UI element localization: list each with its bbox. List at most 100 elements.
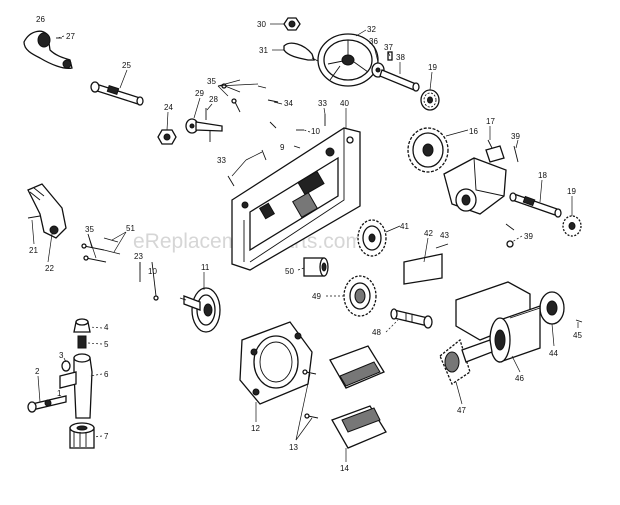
part-39-screws-right[interactable] bbox=[505, 223, 515, 248]
part-19-small-gear-right[interactable] bbox=[562, 215, 582, 237]
callout-37: 37 bbox=[384, 43, 393, 52]
callout-numbers: 26 27 25 30 31 32 36 37 38 19 35 29 28 2… bbox=[29, 15, 582, 473]
callout-17: 17 bbox=[486, 117, 495, 126]
part-46-sleeve[interactable] bbox=[455, 281, 541, 363]
callout-46: 46 bbox=[515, 374, 524, 383]
callout-7: 7 bbox=[104, 432, 109, 441]
part-2-bolt[interactable] bbox=[27, 395, 67, 413]
part-3-washer[interactable] bbox=[61, 360, 71, 372]
callout-39-right: 39 bbox=[524, 232, 533, 241]
callout-41: 41 bbox=[400, 222, 409, 231]
callout-42: 42 bbox=[424, 229, 433, 238]
part-40-main-housing[interactable] bbox=[231, 127, 361, 271]
part-35-screws-top[interactable] bbox=[221, 83, 267, 113]
part-48-stud[interactable] bbox=[390, 308, 433, 329]
callout-28: 28 bbox=[209, 95, 218, 104]
callout-23: 23 bbox=[134, 252, 143, 261]
part-6-plunger-body[interactable] bbox=[59, 353, 93, 419]
callout-1: 1 bbox=[57, 389, 62, 398]
callout-6: 6 bbox=[104, 370, 109, 379]
part-50-bushing[interactable] bbox=[303, 257, 329, 277]
callout-21: 21 bbox=[29, 246, 38, 255]
part-32-handwheel[interactable] bbox=[317, 33, 379, 87]
callout-31: 31 bbox=[259, 46, 268, 55]
part-19-small-gear-top[interactable] bbox=[420, 89, 440, 111]
callout-35-top: 35 bbox=[207, 77, 216, 86]
part-21-pin[interactable] bbox=[27, 215, 41, 219]
callout-48: 48 bbox=[372, 328, 381, 337]
part-42-shim-plate[interactable] bbox=[403, 253, 443, 285]
callout-16: 16 bbox=[469, 127, 478, 136]
callout-32: 32 bbox=[367, 25, 376, 34]
part-33-pins-left[interactable] bbox=[227, 149, 267, 187]
callout-33-left: 33 bbox=[217, 156, 226, 165]
callout-50: 50 bbox=[285, 267, 294, 276]
part-10-pin-left[interactable] bbox=[151, 261, 159, 301]
callout-33-top: 33 bbox=[318, 99, 327, 108]
callout-39-top: 39 bbox=[511, 132, 520, 141]
callout-19-right: 19 bbox=[567, 187, 576, 196]
part-24-nut[interactable] bbox=[157, 129, 177, 145]
part-5-spring-seat[interactable] bbox=[77, 335, 87, 349]
callout-49: 49 bbox=[312, 292, 321, 301]
callout-2: 2 bbox=[35, 367, 40, 376]
part-38-shaft[interactable] bbox=[379, 69, 420, 92]
callout-35-left: 35 bbox=[85, 225, 94, 234]
part-41-gear[interactable] bbox=[357, 219, 387, 257]
callout-27: 27 bbox=[66, 32, 75, 41]
part-16-large-gear[interactable] bbox=[407, 127, 449, 173]
part-7-knurled-nut[interactable] bbox=[69, 422, 95, 449]
callout-30: 30 bbox=[257, 20, 266, 29]
part-47-bevel-pinion[interactable] bbox=[439, 338, 493, 385]
callout-3: 3 bbox=[59, 351, 64, 360]
callout-29: 29 bbox=[195, 89, 204, 98]
callout-4: 4 bbox=[104, 323, 109, 332]
callout-47: 47 bbox=[457, 406, 466, 415]
part-34-pins[interactable] bbox=[267, 99, 279, 129]
part-28-pins[interactable] bbox=[205, 108, 211, 142]
part-14-bearing-bottom[interactable] bbox=[331, 405, 387, 449]
part-35-screws-left[interactable] bbox=[81, 243, 107, 263]
part-13-pins[interactable] bbox=[302, 369, 319, 419]
part-12-bearing-housing[interactable] bbox=[239, 321, 313, 405]
part-4-cap[interactable] bbox=[73, 318, 91, 333]
callout-24: 24 bbox=[164, 103, 173, 112]
callout-19-top: 19 bbox=[428, 63, 437, 72]
callout-25: 25 bbox=[122, 61, 131, 70]
callout-22: 22 bbox=[45, 264, 54, 273]
callout-51: 51 bbox=[126, 224, 135, 233]
part-49-bevel-gear[interactable] bbox=[343, 275, 377, 317]
part-45-pin[interactable] bbox=[575, 319, 583, 323]
callout-44: 44 bbox=[549, 349, 558, 358]
part-18-shaft[interactable] bbox=[509, 192, 562, 218]
part-39-screw-top[interactable] bbox=[513, 145, 519, 163]
part-9-pin[interactable] bbox=[293, 145, 301, 149]
part-22-lever[interactable] bbox=[27, 183, 67, 239]
callout-36: 36 bbox=[369, 37, 378, 46]
callout-12: 12 bbox=[251, 424, 260, 433]
callout-40: 40 bbox=[340, 99, 349, 108]
part-26-handle-bracket[interactable] bbox=[23, 30, 73, 70]
callout-38: 38 bbox=[396, 53, 405, 62]
callout-26: 26 bbox=[36, 15, 45, 24]
part-11-flange-hub[interactable] bbox=[179, 287, 221, 333]
part-31-knob[interactable] bbox=[283, 42, 321, 63]
callout-10-left: 10 bbox=[148, 267, 157, 276]
part-30-nut[interactable] bbox=[283, 17, 301, 31]
part-51-screws[interactable] bbox=[103, 237, 121, 255]
callout-9: 9 bbox=[280, 143, 285, 152]
callout-45: 45 bbox=[573, 331, 582, 340]
part-14-bearing-top[interactable] bbox=[329, 345, 385, 389]
part-gearbox-bracket[interactable] bbox=[443, 145, 507, 215]
callout-10-top: 10 bbox=[311, 127, 320, 136]
callout-43: 43 bbox=[440, 231, 449, 240]
part-29-bolt[interactable] bbox=[185, 118, 223, 134]
callout-18: 18 bbox=[538, 171, 547, 180]
callout-5: 5 bbox=[104, 340, 109, 349]
callout-13: 13 bbox=[289, 443, 298, 452]
part-25-shaft[interactable] bbox=[90, 81, 144, 106]
part-44-ring[interactable] bbox=[539, 291, 565, 325]
callout-11: 11 bbox=[201, 263, 210, 272]
callout-14: 14 bbox=[340, 464, 349, 473]
part-43-shim[interactable] bbox=[435, 243, 449, 249]
